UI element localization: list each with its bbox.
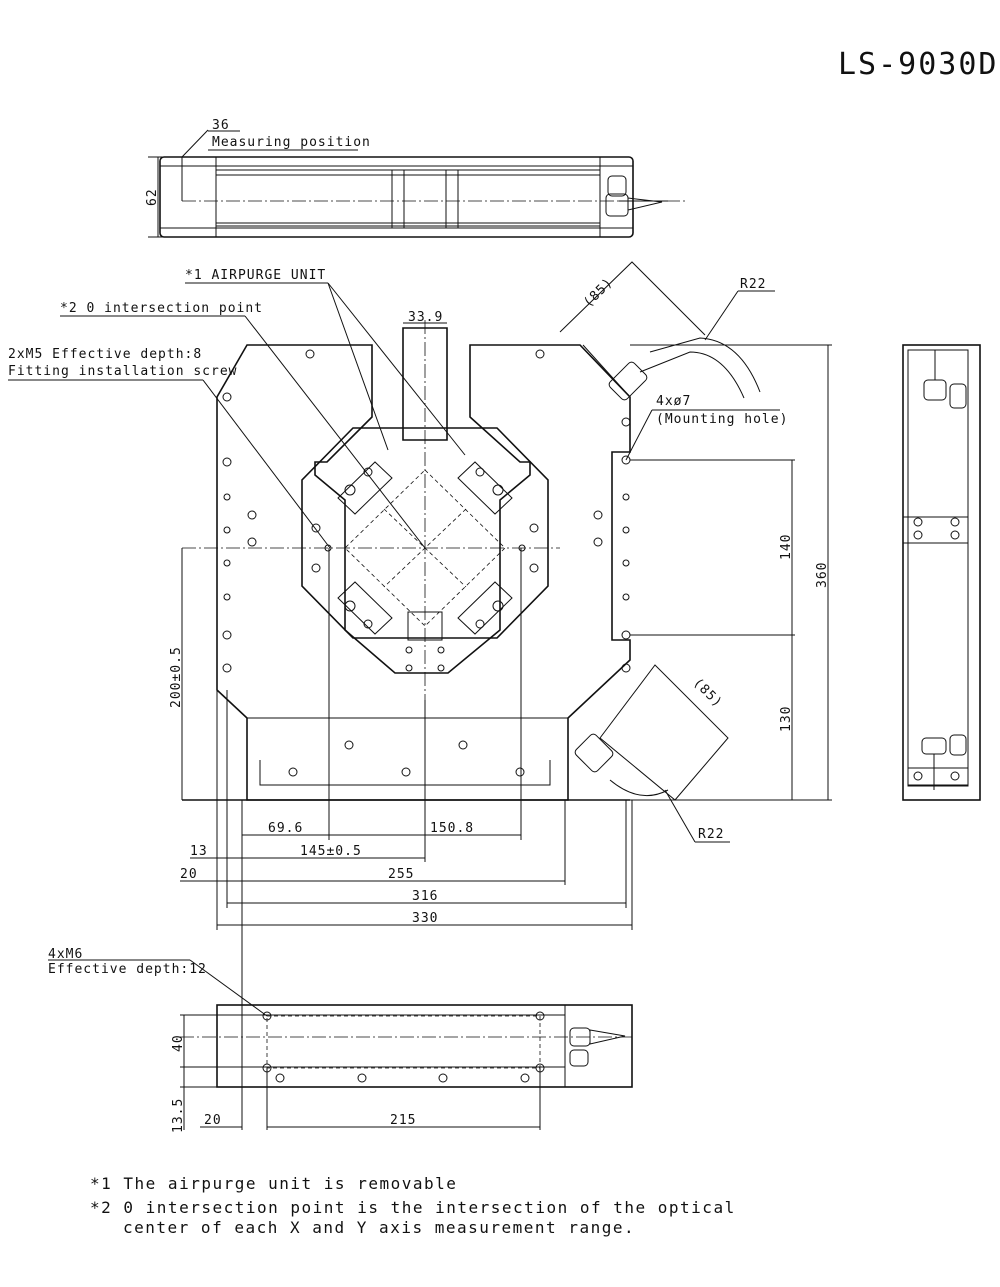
dim-r22-top: R22: [740, 277, 766, 292]
label-mounting-hole-line2: (Mounting hole): [656, 412, 788, 427]
dim-69-6: 69.6: [268, 821, 303, 836]
label-mounting-hole-line1: 4xø7: [656, 394, 691, 409]
dim-200: 200±0.5: [169, 646, 184, 708]
dim-140: 140: [779, 534, 794, 560]
top-view: [148, 129, 688, 238]
dim-r22-bottom: R22: [698, 827, 724, 842]
dim-36: 36: [212, 118, 230, 133]
main-view: [8, 261, 832, 1130]
dim-255: 255: [388, 867, 414, 882]
note-2-line1: *2 0 intersection point is the intersect…: [90, 1198, 736, 1217]
label-m6-line1: 4xM6: [48, 947, 83, 962]
dim-20: 20: [180, 867, 198, 882]
dim-13: 13: [190, 844, 208, 859]
model-title: LS-9030D: [838, 47, 999, 82]
dim-330: 330: [412, 911, 438, 926]
label-m5-screw-line1: 2xM5 Effective depth:8: [8, 347, 202, 362]
label-airpurge-unit: *1 AIRPURGE UNIT: [185, 268, 326, 283]
dim-85-top: (85): [581, 275, 617, 311]
dim-13-5: 13.5: [171, 1098, 186, 1133]
label-m6-line2: Effective depth:12: [48, 962, 207, 977]
dim-360: 360: [815, 562, 830, 588]
dim-33-9: 33.9: [408, 310, 443, 325]
dim-150-8: 150.8: [430, 821, 474, 836]
note-2-line2: center of each X and Y axis measurement …: [123, 1218, 635, 1237]
side-view: [902, 344, 981, 801]
dim-215: 215: [390, 1113, 416, 1128]
note-1: *1 The airpurge unit is removable: [90, 1174, 457, 1193]
label-measuring-position: Measuring position: [212, 135, 371, 150]
dim-130: 130: [779, 706, 794, 732]
dim-20-bottom: 20: [204, 1113, 222, 1128]
dim-62: 62: [145, 188, 160, 206]
bottom-view: [48, 959, 633, 1130]
label-intersection-point: *2 0 intersection point: [60, 301, 263, 316]
dim-145: 145±0.5: [300, 844, 362, 859]
dim-316: 316: [412, 889, 438, 904]
label-m5-screw-line2: Fitting installation screw: [8, 364, 238, 379]
dim-40: 40: [171, 1034, 186, 1052]
